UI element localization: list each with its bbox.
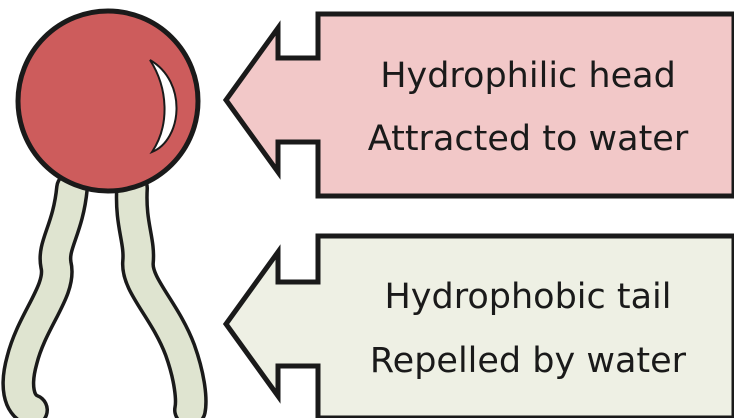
hydrophilic-head — [18, 11, 198, 191]
head-callout-line2: Attracted to water — [368, 119, 689, 159]
tail-callout-shape — [226, 236, 734, 418]
tail-right-fill — [132, 188, 191, 410]
tail-callout-line1: Hydrophobic tail — [384, 277, 671, 317]
head-callout: Hydrophilic head Attracted to water — [226, 14, 734, 196]
tail-callout-line2: Repelled by water — [370, 341, 687, 381]
phospholipid-molecule — [18, 11, 198, 410]
hydrophobic-tails — [18, 188, 190, 410]
tail-callout: Hydrophobic tail Repelled by water — [226, 236, 734, 418]
head-callout-line1: Hydrophilic head — [380, 56, 676, 96]
head-callout-shape — [226, 14, 734, 196]
